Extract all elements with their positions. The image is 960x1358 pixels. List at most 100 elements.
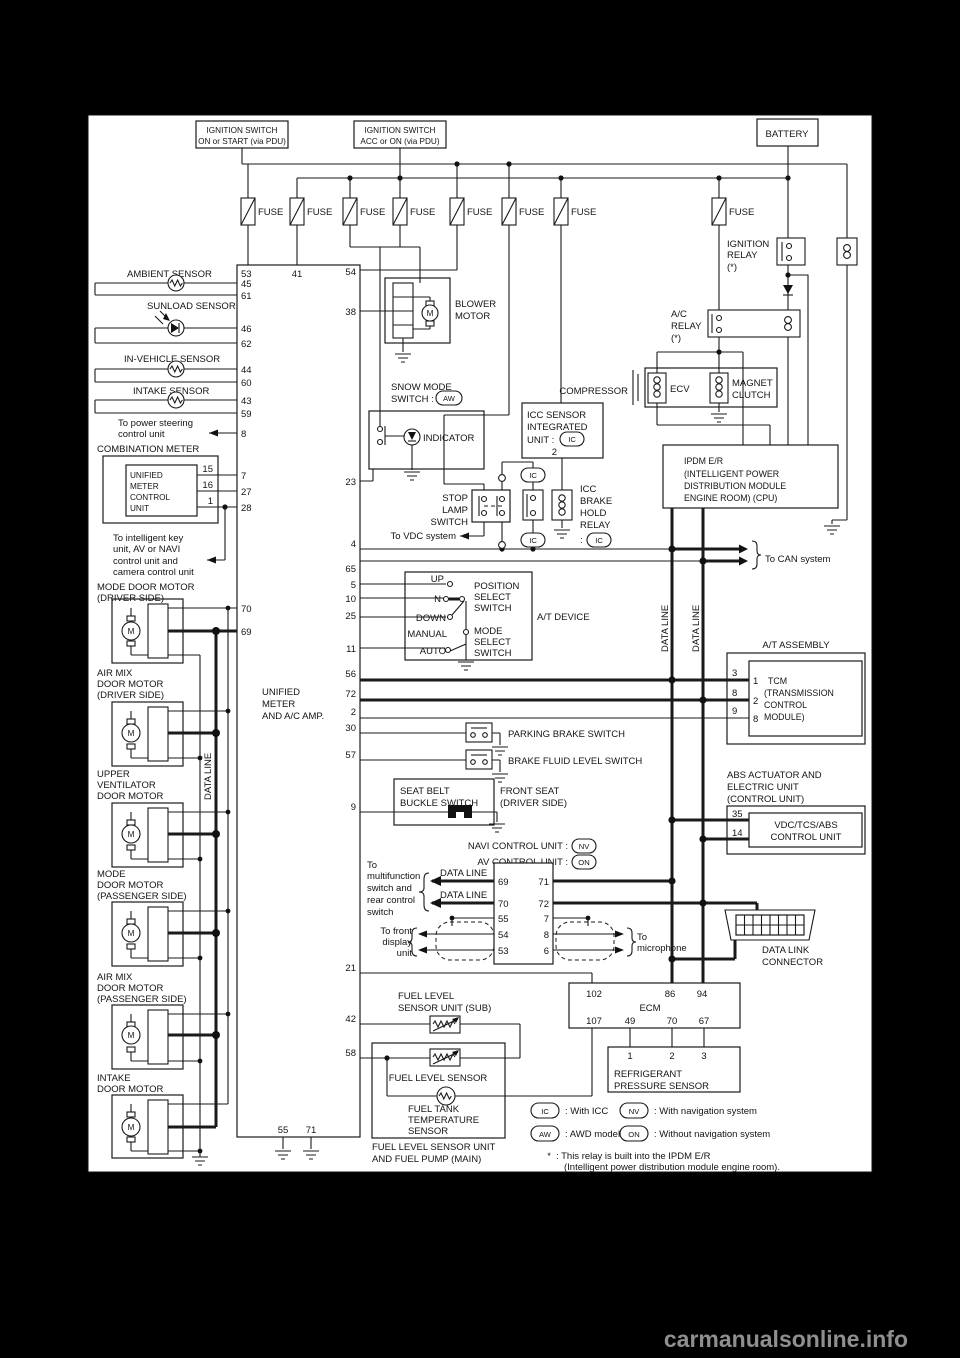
amp-label: UNIFIED bbox=[262, 687, 300, 698]
ignition-switch-acc-label: IGNITION SWITCH bbox=[365, 126, 436, 135]
arrow-left-icon bbox=[207, 556, 216, 564]
to-front-display3: unit bbox=[397, 948, 413, 959]
pin: 54 bbox=[498, 930, 509, 941]
arrow-right-icon bbox=[615, 946, 624, 954]
pin: 69 bbox=[498, 877, 509, 888]
front-seat-label2: (DRIVER SIDE) bbox=[500, 798, 567, 809]
position-select2: SELECT bbox=[474, 592, 511, 603]
data-line-label: DATA LINE bbox=[440, 868, 487, 879]
pin: 58 bbox=[345, 1048, 356, 1059]
pin: 9 bbox=[351, 802, 356, 813]
stop-lamp-label: STOP bbox=[442, 493, 468, 504]
auto-label: AUTO bbox=[420, 646, 446, 657]
aw-badge-text: AW bbox=[443, 394, 456, 403]
pin: 1 bbox=[627, 1051, 632, 1062]
blower-label: BLOWER bbox=[455, 299, 496, 310]
navi-av-unit: NAVI CONTROL UNIT : NV AV CONTROL UNIT :… bbox=[367, 838, 687, 965]
connector-icon bbox=[498, 541, 506, 549]
parking-brake-switch: PARKING BRAKE SWITCH bbox=[465, 722, 625, 743]
fuse-label: FUSE bbox=[360, 207, 385, 218]
arrow-right-icon bbox=[739, 544, 748, 554]
nv-badge bbox=[571, 838, 597, 854]
to-intelligent-key-label: To intelligent key bbox=[113, 533, 183, 544]
pin: 72 bbox=[538, 899, 549, 910]
abs-label3: (CONTROL UNIT) bbox=[727, 794, 804, 805]
fuse-label: FUSE bbox=[307, 207, 332, 218]
fuel-tank-label: FUEL TANK bbox=[408, 1104, 460, 1115]
tcm-label3: CONTROL bbox=[764, 700, 807, 710]
ic-badge bbox=[520, 467, 546, 483]
sunload-sensor-label: SUNLOAD SENSOR bbox=[147, 301, 236, 312]
motor-label: (PASSENGER SIDE) bbox=[97, 994, 187, 1005]
dlc-label2: CONNECTOR bbox=[762, 957, 823, 968]
aw-badge bbox=[435, 390, 463, 406]
pin: 28 bbox=[241, 503, 252, 514]
abs-label2: ELECTRIC UNIT bbox=[727, 782, 799, 793]
icc-sensor-label3: UNIT : bbox=[527, 435, 554, 446]
umcu-label4: UNIT bbox=[130, 504, 149, 513]
on-badge-text: ON bbox=[628, 1130, 639, 1139]
in-vehicle-sensor: IN-VEHICLE SENSOR bbox=[124, 354, 220, 378]
ignition-relay-label: IGNITION bbox=[727, 239, 769, 250]
pin: 23 bbox=[345, 477, 356, 488]
to-power-steering-label: To power steering bbox=[118, 418, 193, 429]
pin: 2 bbox=[552, 447, 557, 458]
vdc-label2: CONTROL UNIT bbox=[771, 832, 842, 843]
ic-badge-text: IC bbox=[595, 536, 603, 545]
fuel-tank-label2: TEMPERATURE bbox=[408, 1115, 479, 1126]
pin: 55 bbox=[278, 1125, 289, 1136]
front-seat-label: FRONT SEAT bbox=[500, 786, 559, 797]
n-label: N bbox=[434, 594, 441, 605]
motor-label: (DRIVER SIDE) bbox=[97, 690, 164, 701]
pin: 1 bbox=[208, 496, 213, 507]
data-line-label: DATA LINE bbox=[203, 753, 214, 800]
icc-relay-label4: RELAY bbox=[580, 520, 611, 531]
dlc-label: DATA LINK bbox=[762, 945, 810, 956]
ipdm-label: IPDM E/R bbox=[684, 456, 723, 466]
data-line-wire bbox=[168, 508, 759, 1129]
motor-icon bbox=[121, 1025, 141, 1045]
pin: 49 bbox=[625, 1016, 636, 1027]
pin: 9 bbox=[732, 706, 737, 717]
magnet-clutch-label: MAGNET bbox=[732, 378, 773, 389]
ic-badge-text: IC bbox=[568, 435, 576, 444]
pin: 53 bbox=[241, 269, 252, 280]
arrow-left-icon bbox=[430, 898, 441, 908]
motor-label: INTAKE bbox=[97, 1073, 131, 1084]
icc-sensor-label: ICC SENSOR bbox=[527, 410, 586, 421]
ignition-switch-on-box bbox=[195, 120, 289, 149]
diagram-paper bbox=[87, 114, 873, 1173]
pin: 8 bbox=[753, 714, 758, 725]
motor-label: MODE bbox=[97, 869, 126, 880]
motor-icon bbox=[121, 923, 141, 943]
motor-label: AIR MIX bbox=[97, 972, 133, 983]
aw-badge-text: AW bbox=[539, 1130, 552, 1139]
ecm: 102 86 94 ECM 107 49 70 67 bbox=[568, 982, 741, 1029]
fuel-sub-label: FUEL LEVEL bbox=[398, 991, 454, 1002]
ipdm-box: IPDM E/R (INTELLIGENT POWER DISTRIBUTION… bbox=[662, 444, 839, 509]
data-line-label: DATA LINE bbox=[660, 605, 671, 652]
ecm-label: ECM bbox=[639, 1003, 660, 1014]
unified-meter-amp-box bbox=[236, 264, 361, 1138]
legend-nv-text: : With navigation system bbox=[654, 1106, 757, 1117]
pin: 54 bbox=[345, 267, 356, 278]
pin: 2 bbox=[753, 696, 758, 707]
arrow-left-icon bbox=[460, 532, 469, 540]
pin: 46 bbox=[241, 324, 252, 335]
to-multifunction2: multifunction bbox=[367, 871, 420, 882]
pin: 4 bbox=[351, 539, 356, 550]
motor-label: DOOR MOTOR bbox=[97, 983, 163, 994]
pin: 8 bbox=[241, 429, 246, 440]
motor-label: MODE DOOR MOTOR bbox=[97, 582, 195, 593]
fuse-label: FUSE bbox=[258, 207, 283, 218]
motor-block: M bbox=[111, 701, 184, 767]
pin: 70 bbox=[498, 899, 509, 910]
shielded-cable-icon bbox=[435, 921, 495, 961]
pin: 59 bbox=[241, 409, 252, 420]
arrow-left-icon bbox=[209, 429, 218, 437]
ac-relay: A/C RELAY (*) bbox=[671, 285, 801, 344]
compressor-label: COMPRESSOR bbox=[559, 386, 628, 397]
position-select-label: POSITION bbox=[474, 581, 520, 592]
to-power-steering-label2: control unit bbox=[118, 429, 165, 440]
motor-m: M bbox=[128, 929, 135, 938]
